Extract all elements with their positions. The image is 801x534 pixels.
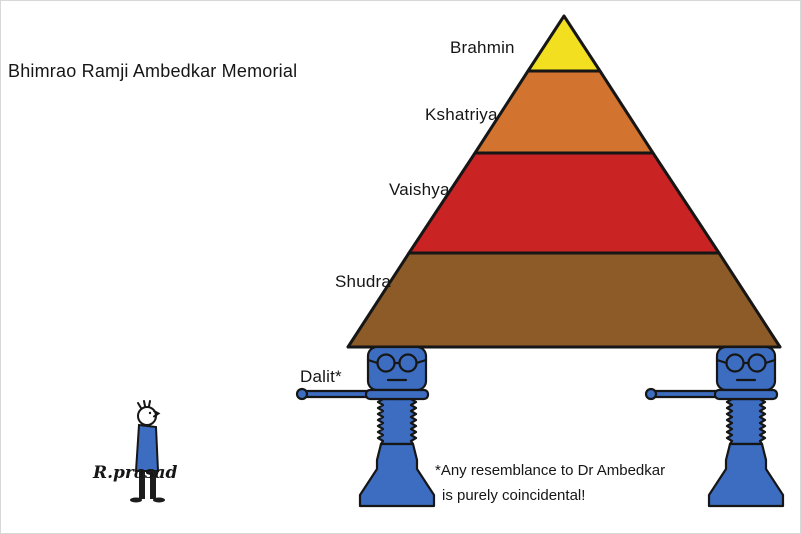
artist-signature: R.prasad xyxy=(93,463,178,483)
observer-foot-left xyxy=(130,497,142,503)
jack-figure-right xyxy=(644,345,785,508)
observer-nose xyxy=(153,410,161,418)
observer-hair xyxy=(137,400,151,409)
observer-eye xyxy=(148,411,152,415)
observer-foot-right xyxy=(153,497,165,503)
label-vaishya: Vaishya xyxy=(389,180,450,199)
label-kshatriya: Kshatriya xyxy=(425,105,498,124)
label-shudra: Shudra xyxy=(335,272,392,291)
observer-man xyxy=(130,400,165,503)
label-dalit: Dalit* xyxy=(300,367,342,386)
pyramid-layer-kshatriya xyxy=(473,69,655,155)
label-brahmin: Brahmin xyxy=(450,38,515,57)
footnote-line-2: is purely coincidental! xyxy=(442,487,586,504)
cartoon-title: Bhimrao Ramji Ambedkar Memorial xyxy=(8,61,298,81)
footnote-line-1: *Any resemblance to Dr Ambedkar xyxy=(435,462,666,479)
pyramid-layer-vaishya xyxy=(407,151,721,255)
observer-leg-left xyxy=(139,471,145,499)
caste-pyramid xyxy=(346,14,782,349)
observer-leg-right xyxy=(150,471,156,499)
pyramid-layer-shudra xyxy=(346,251,782,349)
pyramid-layer-brahmin xyxy=(526,14,602,73)
observer-body xyxy=(134,423,160,472)
